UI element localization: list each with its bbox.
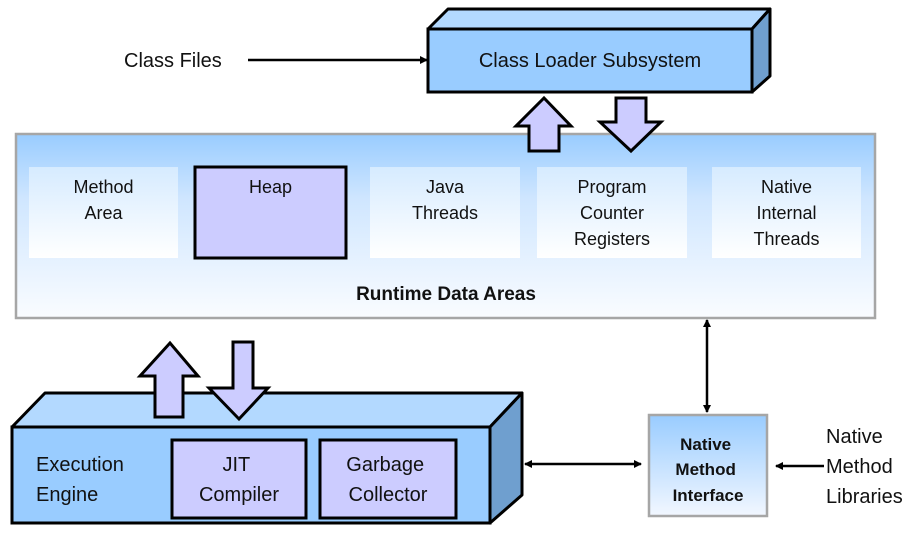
- class-loader-top-face: [426, 7, 772, 31]
- class-loader-label: Class Loader Subsystem: [479, 50, 701, 72]
- garbage-collector-label: Garbage Collector: [346, 454, 429, 506]
- up-block-arrow-execution: [136, 340, 202, 419]
- native-method-libraries-label: Native Method Libraries: [826, 426, 903, 508]
- execution-engine-box: Execution Engine JIT Compiler Garbage Co…: [10, 391, 524, 525]
- runtime-area-heap: Heap: [193, 165, 348, 260]
- down-block-arrow-execution: [205, 340, 272, 422]
- native-method-interface-label: Native Method Interface: [673, 435, 744, 505]
- native-method-interface-box: Native Method Interface: [647, 413, 769, 518]
- runtime-area-box: [712, 167, 861, 258]
- jit-compiler-label: JIT Compiler: [199, 454, 279, 506]
- up-block-arrow-classloader: [512, 95, 575, 153]
- runtime-area-box: [537, 167, 687, 258]
- down-block-arrow-classloader: [596, 96, 665, 154]
- class-files-label: Class Files: [124, 50, 222, 72]
- runtime-data-areas-title: Runtime Data Areas: [356, 284, 536, 305]
- runtime-area-box: [29, 167, 178, 258]
- runtime-area-box: [370, 167, 520, 258]
- execution-engine-label: Execution Engine: [36, 454, 129, 506]
- class-loader-front-face: [426, 27, 754, 94]
- runtime-area-box: [193, 165, 348, 260]
- jit-compiler-box: JIT Compiler: [170, 438, 308, 520]
- class-loader-subsystem-box: Class Loader Subsystem: [426, 7, 772, 94]
- garbage-collector-box: Garbage Collector: [318, 438, 458, 520]
- execution-engine-top-face: [10, 391, 524, 429]
- runtime-area-label: Heap: [249, 177, 292, 197]
